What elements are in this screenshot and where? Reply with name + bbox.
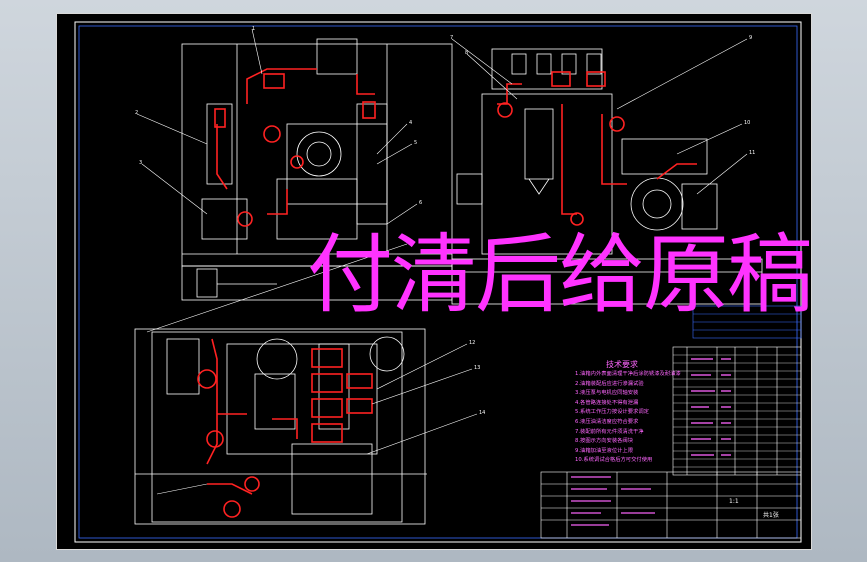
upper-table [692, 305, 802, 339]
note-line: 4.各管路连接处不得有泄漏 [575, 399, 639, 406]
scale-label: 1:1 [729, 498, 739, 505]
svg-text:14: 14 [479, 410, 485, 416]
top-view-pipes [197, 338, 373, 518]
svg-text:7: 7 [450, 35, 453, 41]
note-line: 6.液压油清洁度应符合要求 [575, 418, 639, 425]
svg-text:2: 2 [135, 110, 138, 116]
svg-text:8: 8 [465, 50, 468, 56]
svg-text:6: 6 [419, 200, 422, 206]
note-line: 8.按图示方向安装各阀块 [575, 438, 634, 445]
title-block [540, 471, 802, 539]
note-line: 2.油箱装配后应进行渗漏试验 [575, 380, 644, 387]
technical-notes: 1.油箱内外表面清理干净后涂防锈漆及耐油漆 2.油箱装配后应进行渗漏试验 3.液… [575, 370, 681, 466]
svg-text:3: 3 [139, 160, 142, 166]
front-view-pipes [214, 68, 376, 227]
title-block-fills [571, 476, 655, 526]
parts-list-fills [691, 358, 731, 456]
sheet-count-label: 共1张 [763, 512, 779, 519]
note-line: 7.装配前所有元件须清洗干净 [575, 428, 644, 435]
top-view [134, 328, 427, 525]
svg-text:11: 11 [749, 150, 755, 156]
svg-text:9: 9 [749, 35, 752, 41]
side-view [451, 48, 763, 305]
watermark-text: 付清后给原稿 [307, 225, 813, 325]
note-line: 5.系统工作压力按设计要求调定 [575, 409, 649, 416]
side-view-pipes [497, 71, 697, 226]
svg-text:4: 4 [409, 120, 412, 126]
front-view [181, 38, 453, 301]
outer-frame [74, 21, 802, 543]
notes-title: 技术要求 [606, 360, 638, 369]
note-line: 10.系统调试合格后方可交付使用 [575, 457, 653, 464]
note-line: 1.油箱内外表面清理干净后涂防锈漆及耐油漆 [575, 371, 681, 377]
svg-text:12: 12 [469, 340, 475, 346]
svg-text:1: 1 [252, 26, 255, 32]
inner-frame [78, 25, 798, 539]
note-line: 3.液压泵与电机应同轴安装 [575, 390, 639, 397]
parts-list-rows [673, 354, 801, 468]
note-line: 9.油箱加油至液位计上限 [575, 447, 634, 454]
svg-text:10: 10 [744, 120, 750, 126]
svg-text:13: 13 [474, 365, 480, 371]
svg-text:5: 5 [414, 140, 417, 146]
leader-lines [136, 28, 748, 495]
